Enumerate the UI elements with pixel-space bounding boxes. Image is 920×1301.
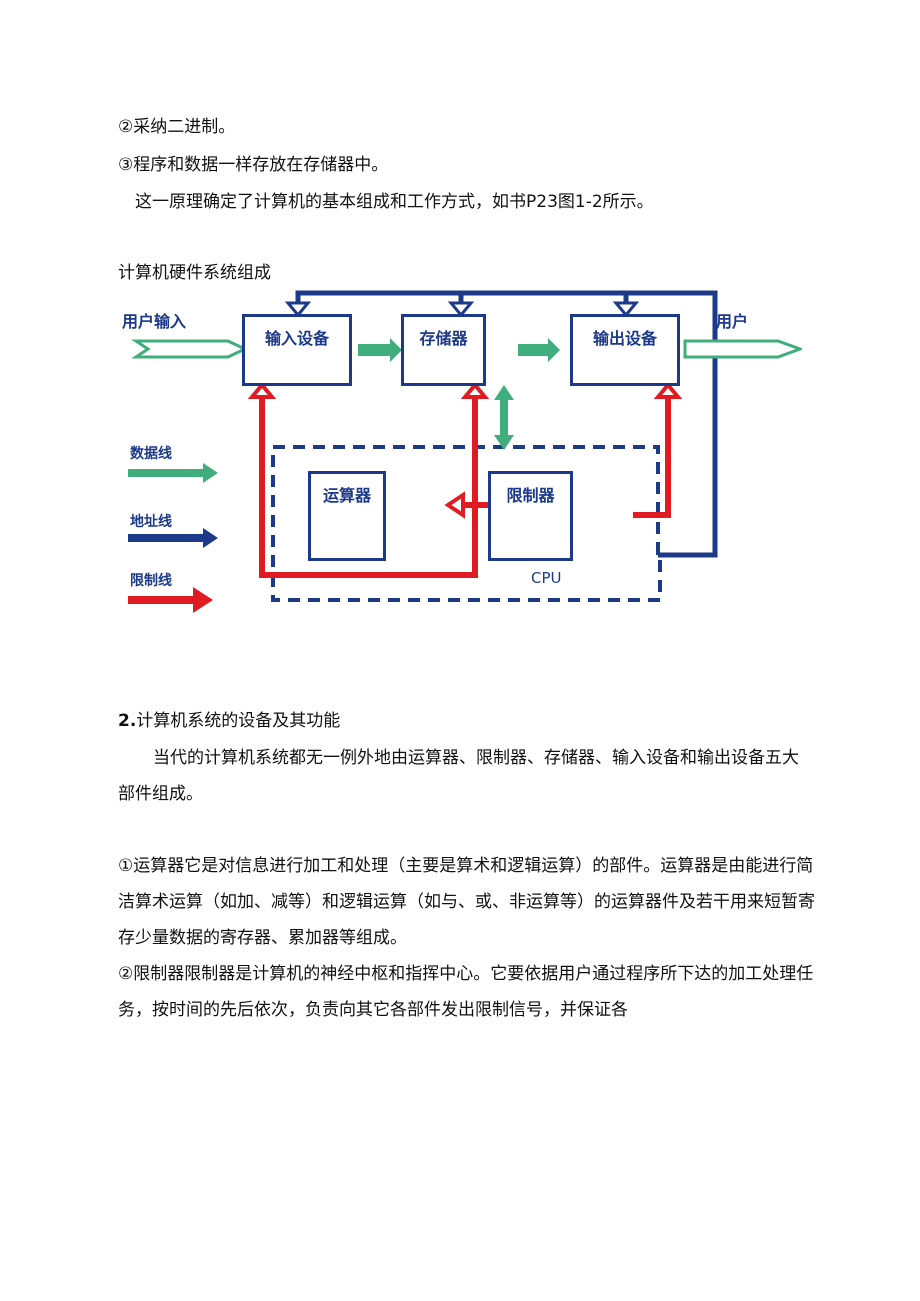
section2-p1-line1: 当代的计算机系统都无一例外地由运算器、限制器、存储器、输入设备和输出设备五大 (153, 748, 799, 768)
input-device-label: 输入设备 (264, 329, 329, 348)
diagram-caption: 计算机硬件系统组成 (118, 263, 271, 283)
legend-control-label: 限制线 (130, 573, 172, 589)
data-arrow-memory-controller (494, 385, 514, 450)
output-device-label: 输出设备 (592, 329, 657, 348)
user-output-label: 用户 (716, 312, 749, 331)
data-arrow-input-to-memory (358, 338, 402, 362)
legend-data-label: 数据线 (130, 446, 172, 462)
data-arrow-memory-to-output (518, 338, 560, 362)
section2-p1-line2: 部件组成。 (118, 784, 203, 804)
legend-address-label: 地址线 (130, 514, 172, 530)
cpu-label: CPU (531, 569, 562, 587)
control-arrow-alu (444, 491, 465, 519)
intro-line-stored-program: ③程序和数据一样存放在存储器中。 (118, 155, 389, 175)
intro-line-principle: 这一原理确定了计算机的基本组成和工作方式，如书P23图1-2所示。 (135, 192, 654, 212)
hardware-diagram: 用户输入 用户 输入设备 存储器 输出设备 运算器 限制器 CPU 数据线 地址… (118, 285, 802, 615)
alu-box: 运算器 (308, 471, 386, 561)
output-device-box: 输出设备 (570, 314, 680, 386)
legend-data-arrow (128, 463, 218, 483)
intro-line-binary: ②采纳二进制。 (118, 117, 236, 137)
section2-heading-text: 计算机系统的设备及其功能 (136, 711, 341, 731)
control-arrow-output (653, 381, 683, 399)
alu-label: 运算器 (322, 486, 371, 505)
control-arrow-memory (460, 381, 490, 399)
address-arrow-memory (447, 301, 475, 318)
controller-box: 限制器 (488, 471, 573, 561)
data-arrow-user-output (683, 339, 802, 359)
control-line-output (633, 390, 671, 518)
control-line-input (259, 390, 478, 578)
section2-heading-num: 2. (118, 711, 137, 731)
address-bus-top (295, 290, 718, 558)
memory-box: 存储器 (401, 314, 486, 386)
legend-address-arrow (128, 528, 218, 548)
control-arrow-input (247, 381, 277, 399)
cpu-dashed-border (271, 445, 662, 602)
memory-label: 存储器 (419, 329, 468, 348)
section2-p3-line2: 务，按时间的先后依次，负责向其它各部件发出限制信号，并保证各 (118, 1000, 628, 1020)
user-input-label: 用户输入 (122, 312, 187, 331)
address-arrow-output (612, 301, 640, 318)
section2-p3-line1: ②限制器限制器是计算机的神经中枢和指挥中心。它要依据用户通过程序所下达的加工处理… (118, 964, 814, 984)
data-arrow-user-input (131, 339, 249, 359)
diagram-lines (128, 290, 802, 613)
legend-control-arrow (128, 587, 213, 613)
address-arrow-input (284, 301, 312, 318)
controller-label: 限制器 (506, 486, 555, 505)
section2-heading: 2.计算机系统的设备及其功能 (118, 711, 340, 731)
input-device-box: 输入设备 (242, 314, 352, 386)
section2-p2-line3: 存少量数据的寄存器、累加器等组成。 (118, 928, 407, 948)
section2-p2-line2: 洁算术运算（如加、减等）和逻辑运算（如与、或、非运算等）的运算器件及若干用来短暂… (118, 892, 815, 912)
section2-p2-line1: ①运算器它是对信息进行加工和处理（主要是算术和逻辑运算）的部件。运算器是由能进行… (118, 856, 814, 876)
